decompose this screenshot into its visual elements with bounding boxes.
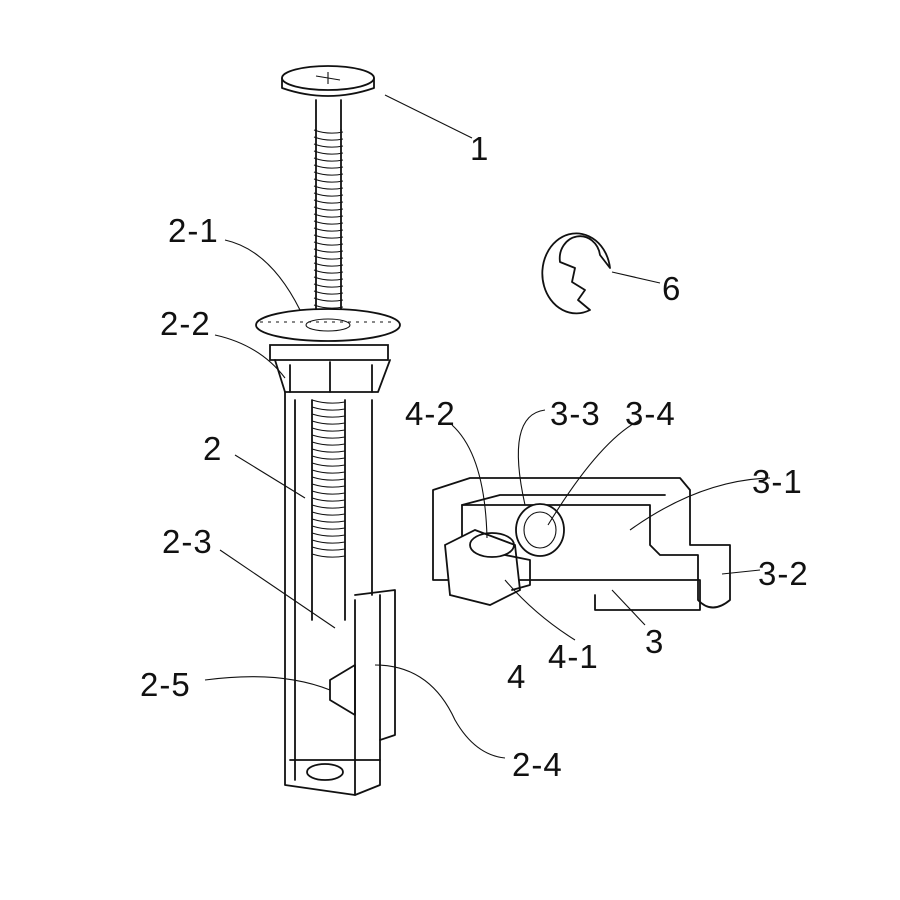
e-clip-part-6 bbox=[541, 232, 611, 315]
anchor-body-part-2 bbox=[269, 344, 396, 796]
screw-thread bbox=[311, 455, 346, 460]
screw-thread bbox=[311, 420, 346, 425]
screw-thread bbox=[313, 227, 344, 232]
screw-thread bbox=[313, 290, 344, 295]
screw-thread bbox=[311, 532, 346, 537]
screw-thread bbox=[313, 283, 344, 288]
label-1: 1 bbox=[470, 130, 489, 167]
screw-thread bbox=[311, 413, 346, 418]
label-3-4: 3-4 bbox=[625, 395, 676, 432]
screw-thread bbox=[311, 469, 346, 474]
screw-thread bbox=[313, 171, 344, 176]
label-2-3: 2-3 bbox=[162, 523, 213, 560]
label-6: 6 bbox=[662, 270, 681, 307]
screw-thread bbox=[313, 262, 344, 267]
screw-thread bbox=[313, 276, 344, 281]
label-4-2: 4-2 bbox=[405, 395, 456, 432]
screw-thread bbox=[311, 434, 346, 439]
screw-thread bbox=[311, 504, 346, 509]
label-2: 2 bbox=[203, 430, 222, 467]
screw-thread bbox=[311, 476, 346, 481]
screw-thread bbox=[313, 143, 344, 148]
screw-thread bbox=[311, 462, 346, 467]
screw-thread bbox=[313, 199, 344, 204]
screw-thread bbox=[311, 546, 346, 551]
screw-thread bbox=[311, 539, 346, 544]
screw-thread bbox=[311, 525, 346, 530]
label-2-2: 2-2 bbox=[160, 305, 211, 342]
screw-thread bbox=[313, 304, 344, 309]
pin-part-4 bbox=[444, 529, 531, 606]
screw-thread bbox=[313, 234, 344, 239]
screw-thread bbox=[311, 518, 346, 523]
screw-thread bbox=[311, 511, 346, 516]
screw-thread bbox=[313, 178, 344, 183]
screw-thread bbox=[313, 220, 344, 225]
screw-thread bbox=[311, 406, 346, 411]
screw-part-1 bbox=[281, 65, 375, 558]
screw-thread bbox=[311, 490, 346, 495]
screw-thread bbox=[313, 150, 344, 155]
screw-thread bbox=[313, 241, 344, 246]
screw-thread bbox=[311, 483, 346, 488]
screw-thread bbox=[313, 297, 344, 302]
screw-thread bbox=[313, 136, 344, 141]
screw-thread bbox=[311, 427, 346, 432]
screw-thread bbox=[313, 157, 344, 162]
toothed-washer-part-2-1 bbox=[255, 308, 401, 342]
label-3: 3 bbox=[645, 623, 664, 660]
screw-thread bbox=[313, 185, 344, 190]
screw-thread bbox=[313, 269, 344, 274]
screw-thread bbox=[311, 497, 346, 502]
label-3-1: 3-1 bbox=[752, 463, 803, 500]
screw-thread bbox=[311, 448, 346, 453]
label-2-1: 2-1 bbox=[168, 212, 219, 249]
label-4-1: 4-1 bbox=[548, 638, 599, 675]
screw-thread bbox=[311, 399, 346, 404]
label-3-2: 3-2 bbox=[758, 555, 809, 592]
screw-thread bbox=[313, 164, 344, 169]
screw-thread bbox=[311, 441, 346, 446]
leader-lines bbox=[204, 94, 771, 759]
screw-thread bbox=[313, 206, 344, 211]
screw-thread bbox=[313, 129, 344, 134]
label-2-5: 2-5 bbox=[140, 666, 191, 703]
screw-thread bbox=[313, 192, 344, 197]
screw-thread bbox=[313, 248, 344, 253]
label-3-3: 3-3 bbox=[550, 395, 601, 432]
label-2-4: 2-4 bbox=[512, 746, 563, 783]
screw-thread bbox=[313, 255, 344, 260]
screw-thread bbox=[311, 553, 346, 558]
screw-thread bbox=[313, 213, 344, 218]
bracket-part-3 bbox=[432, 477, 731, 611]
label-4: 4 bbox=[507, 658, 526, 695]
